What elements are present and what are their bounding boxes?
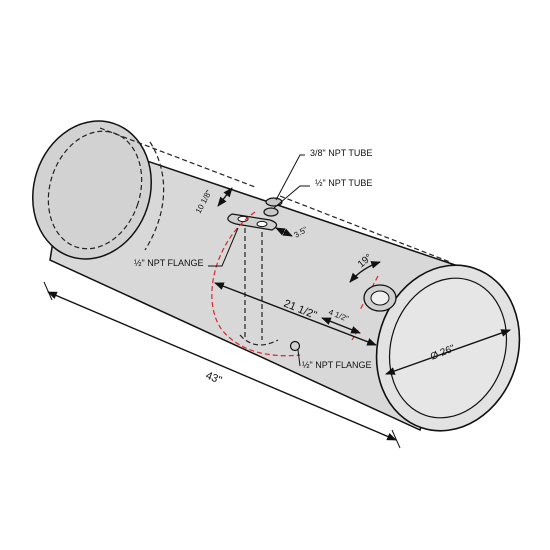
tank-back-end-dashed bbox=[47, 130, 143, 250]
tube-38-port bbox=[265, 197, 283, 207]
side-seam bbox=[144, 141, 165, 251]
flange-width-line bbox=[275, 227, 293, 237]
port-offset-line bbox=[321, 317, 361, 334]
flange-length-line bbox=[217, 187, 233, 207]
label-flange-bottom: ½" NPT FLANGE bbox=[302, 360, 372, 370]
diameter-dim-line bbox=[385, 329, 511, 375]
tube-12-port bbox=[263, 207, 279, 217]
angle-arc bbox=[349, 261, 381, 283]
leader-tube-38 bbox=[275, 154, 305, 201]
offset-dim-line bbox=[214, 282, 377, 346]
top-seam-2 bbox=[279, 195, 451, 263]
top-seam bbox=[99, 127, 256, 188]
bottom-flange-port bbox=[289, 340, 301, 352]
leader-tube-12 bbox=[273, 185, 310, 209]
length-ext-left bbox=[43, 281, 53, 301]
length-ext-right bbox=[391, 429, 401, 449]
label-tube-38: 3/8" NPT TUBE bbox=[310, 148, 372, 158]
leader-flange-bottom bbox=[297, 349, 301, 367]
side-port-inner bbox=[370, 290, 390, 306]
length-label: 43" bbox=[204, 370, 224, 387]
label-flange-left: ½" NPT FLANGE bbox=[134, 258, 204, 268]
length-dim-line bbox=[47, 291, 397, 441]
leader-flange-left bbox=[208, 227, 239, 267]
flange-hole-b bbox=[256, 220, 268, 228]
label-tube-12: ½" NPT TUBE bbox=[315, 178, 372, 188]
